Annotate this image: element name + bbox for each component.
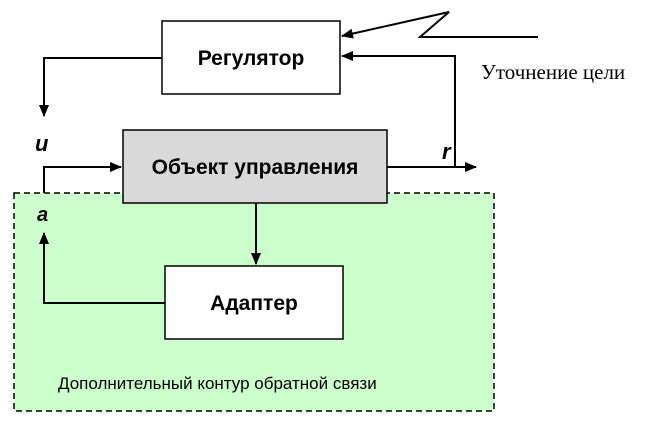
input-to-plant-arrow bbox=[43, 162, 122, 193]
adapter-to-a-arrow bbox=[39, 232, 165, 304]
signal-r-label: r bbox=[442, 139, 452, 164]
regulator-block bbox=[161, 20, 341, 95]
plant-label: Объект управления bbox=[152, 156, 359, 179]
adapter-block bbox=[164, 265, 344, 340]
regulator-label: Регулятор bbox=[198, 47, 305, 70]
goal-refinement-arrow bbox=[341, 11, 538, 39]
goal-refinement-label: Уточнение цели bbox=[481, 60, 625, 84]
signal-u-label: u bbox=[35, 131, 49, 156]
regulator-to-u-line bbox=[39, 57, 162, 117]
feedback-loop-caption: Дополнительный контур обратной связи bbox=[58, 374, 377, 393]
adapter-label: Адаптер bbox=[210, 292, 298, 315]
signal-a-label: a bbox=[37, 204, 48, 226]
output-to-regulator-line bbox=[341, 51, 456, 167]
